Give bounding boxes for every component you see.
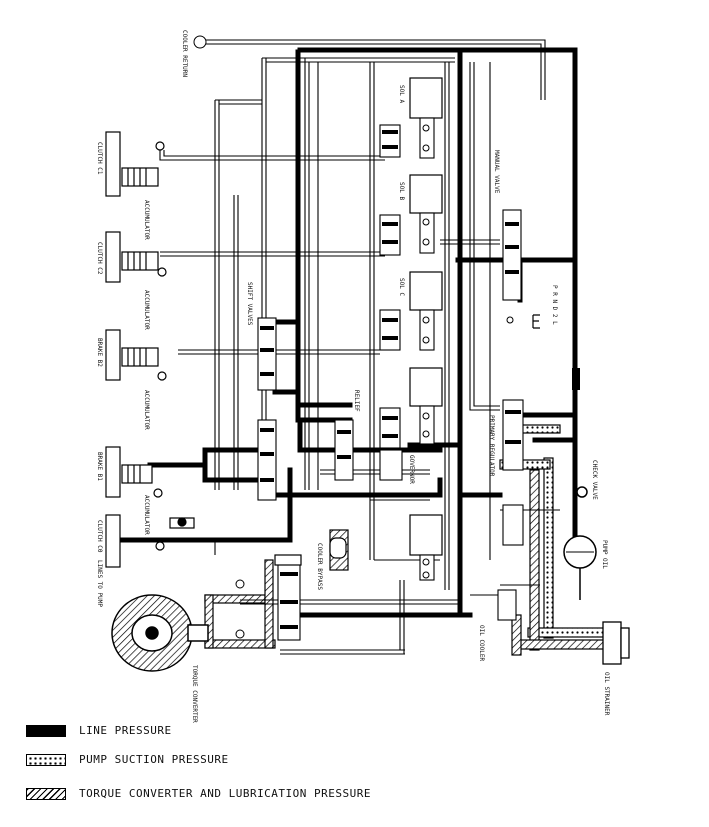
legend-label-line-pressure: LINE PRESSURE [79, 724, 172, 737]
brake-b2-assembly [105, 329, 167, 381]
label-brake-b2: BRAKE B2 [96, 338, 103, 367]
label-accumulator-4: ACCUMULATOR [143, 495, 150, 535]
manual-valve-indicator [532, 314, 540, 329]
label-range: P R N D 2 L [551, 285, 558, 325]
label-solenoid-a: SOL A [398, 85, 405, 103]
label-lines-to-pump: LINES TO PUMP [96, 560, 103, 607]
label-solenoid-c: SOL C [398, 278, 405, 296]
label-cooler-return: COOLER RETURN [181, 30, 188, 77]
valve-lands [260, 130, 521, 629]
legend-swatch-line-pressure [26, 725, 66, 737]
clutch-c1-assembly [105, 131, 165, 197]
legend-label-pump-suction: PUMP SUCTION PRESSURE [79, 753, 229, 766]
label-torque-converter: TORQUE CONVERTER [191, 665, 198, 723]
brake-b1-assembly [105, 446, 163, 498]
label-accumulator-2: ACCUMULATOR [143, 290, 150, 330]
label-cooler-bypass: COOLER BYPASS [316, 543, 323, 590]
label-clutch-c1: CLUTCH C1 [96, 142, 103, 175]
label-shift-valves: SHIFT VALVES [246, 282, 253, 326]
label-governor: GOVERNOR [408, 455, 415, 484]
label-pump: PUMP OIL [601, 540, 608, 569]
clutch-c2-assembly [105, 231, 167, 283]
label-clutch-c0: CLUTCH C0 [96, 520, 103, 553]
label-brake-b1: BRAKE B1 [96, 452, 103, 481]
legend-swatch-torque-converter [26, 788, 66, 800]
label-oil-cooler: OIL COOLER [478, 625, 485, 662]
label-manual-valve: MANUAL VALVE [493, 150, 500, 194]
label-clutch-c2: CLUTCH C2 [96, 242, 103, 275]
label-relief: RELIEF [353, 390, 360, 412]
legend-swatch-pump-suction [26, 754, 66, 766]
solenoid-markers [193, 35, 514, 639]
label-accumulator-3: ACCUMULATOR [143, 390, 150, 430]
oil-strainer [602, 621, 630, 665]
label-solenoid-b: SOL B [398, 182, 405, 200]
label-accumulator-1: ACCUMULATOR [143, 200, 150, 240]
cooler-bypass-valve [274, 537, 347, 566]
label-regulator: PRIMARY REGULATOR [488, 415, 495, 477]
control-passages [159, 39, 560, 655]
legend-label-torque-converter: TORQUE CONVERTER AND LUBRICATION PRESSUR… [79, 787, 372, 800]
brake-b0-assembly [105, 514, 195, 568]
label-check-valve: CHECK VALVE [591, 460, 598, 500]
component-labels: COOLER RETURN CLUTCH C1 CLUTCH C2 BRAKE … [96, 30, 610, 723]
oil-pump [563, 486, 597, 600]
label-oil-strainer: OIL STRAINER [603, 672, 610, 716]
line-restrictor [572, 368, 580, 390]
torque-converter [111, 594, 209, 672]
